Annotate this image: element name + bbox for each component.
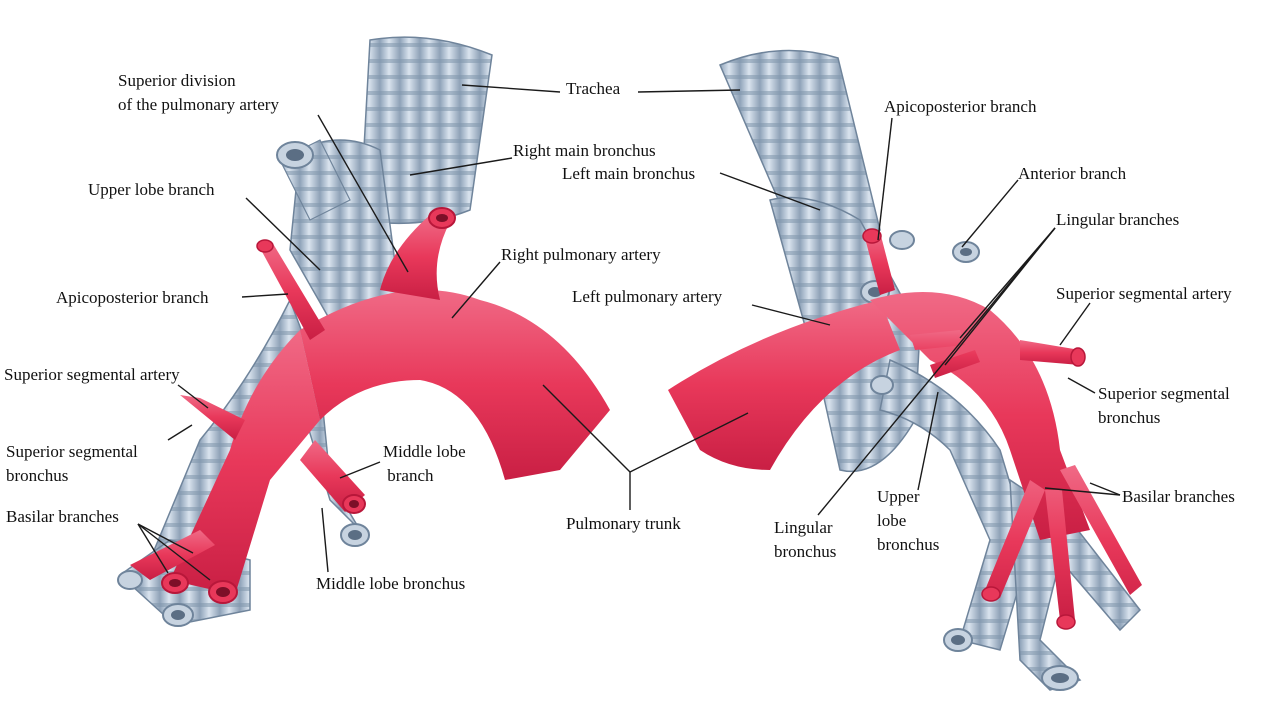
pulmonary-trunk-right	[668, 300, 900, 470]
label-left-main-bronchus: Left main bronchus	[562, 164, 696, 183]
left-pulmonary-artery	[870, 292, 1090, 540]
apicoposterior-artery-right	[865, 232, 895, 295]
left-lung-illustration	[668, 49, 1142, 691]
lingular-arteries	[910, 330, 980, 378]
label-right-pulmonary-artery: Right pulmonary artery	[501, 245, 661, 264]
label-lingular-bronchus: Lingular bronchus	[774, 518, 837, 561]
apicoposterior-artery-left	[260, 242, 325, 340]
label-superior-segmental-artery-right: Superior segmental artery	[1056, 284, 1232, 303]
basilar-arteries-right	[985, 465, 1142, 620]
label-middle-lobe-bronchus: Middle lobe bronchus	[316, 574, 466, 593]
pulmonary-trunk-left	[300, 290, 610, 480]
superior-segmental-artery-left-figure	[180, 395, 245, 440]
middle-lobe-artery	[300, 440, 365, 512]
label-middle-lobe-branch: Middle lobe branch	[383, 442, 466, 485]
label-basilar-branches-left: Basilar branches	[6, 507, 119, 526]
label-superior-division: Superior division of the pulmonary arter…	[118, 71, 279, 114]
label-right-main-bronchus: Right main bronchus	[513, 141, 656, 160]
superior-division-artery	[380, 215, 450, 300]
label-basilar-branches-right: Basilar branches	[1122, 487, 1235, 506]
label-left-pulmonary-artery: Left pulmonary artery	[572, 287, 723, 306]
label-apicoposterior-branch-left: Apicoposterior branch	[56, 288, 209, 307]
label-superior-segmental-bronchus-right: Superior segmental bronchus	[1098, 384, 1230, 427]
label-upper-lobe-bronchus: Upper lobe bronchus	[877, 487, 940, 554]
right-lung-illustration	[117, 36, 610, 627]
label-upper-lobe-branch: Upper lobe branch	[88, 180, 215, 199]
label-superior-segmental-bronchus-left: Superior segmental bronchus	[6, 442, 138, 485]
basilar-arteries-left	[130, 530, 215, 580]
label-lingular-branches: Lingular branches	[1056, 210, 1180, 229]
descending-artery	[170, 330, 320, 595]
label-trachea: Trachea	[566, 79, 621, 98]
label-superior-segmental-artery-left: Superior segmental artery	[4, 365, 180, 384]
label-pulmonary-trunk: Pulmonary trunk	[566, 514, 681, 533]
label-apicoposterior-branch-right: Apicoposterior branch	[884, 97, 1037, 116]
label-anterior-branch: Anterior branch	[1018, 164, 1127, 183]
superior-segmental-artery-right-figure	[1020, 340, 1080, 365]
leader-lines	[137, 84, 1121, 581]
